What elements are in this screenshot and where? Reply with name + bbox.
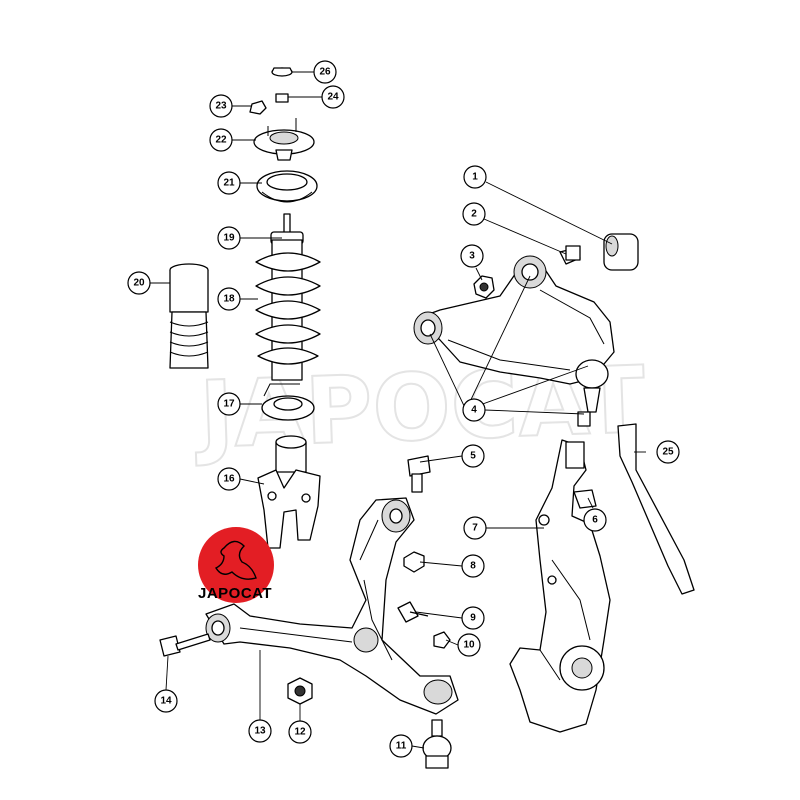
callout-7-label: 7 xyxy=(472,523,478,534)
callout-14-label: 14 xyxy=(160,696,172,707)
callout-4: 4 xyxy=(462,398,486,422)
part-17-lower-seat xyxy=(261,383,315,421)
logo-badge xyxy=(198,527,274,603)
part-20-dust-boot xyxy=(169,263,209,369)
part-24-nut xyxy=(275,93,289,103)
callout-16-label: 16 xyxy=(223,474,235,485)
callout-7: 7 xyxy=(463,516,487,540)
part-3-nut xyxy=(473,275,495,299)
part-6-nut xyxy=(573,489,597,509)
callout-5: 5 xyxy=(461,444,485,468)
callout-8-label: 8 xyxy=(470,561,476,572)
callout-18-label: 18 xyxy=(223,294,235,305)
callout-2-label: 2 xyxy=(471,209,477,220)
callout-10: 10 xyxy=(457,633,481,657)
part-23-nut xyxy=(249,100,267,115)
callout-3-label: 3 xyxy=(469,251,475,262)
callout-2: 2 xyxy=(462,202,486,226)
callout-12-label: 12 xyxy=(294,727,306,738)
logo-figure-icon xyxy=(215,540,257,580)
callout-24: 24 xyxy=(321,85,345,109)
callout-16: 16 xyxy=(217,467,241,491)
callout-5-label: 5 xyxy=(470,451,476,462)
callout-13: 13 xyxy=(248,719,272,743)
part-1-bushing xyxy=(603,233,639,271)
part-7-steering-knuckle xyxy=(509,439,611,733)
callout-23-label: 23 xyxy=(215,101,227,112)
part-25-shield xyxy=(617,423,695,595)
callout-26-label: 26 xyxy=(319,67,331,78)
callout-17: 17 xyxy=(217,392,241,416)
part-8-nut xyxy=(403,551,425,573)
part-21-spring-seat xyxy=(256,170,318,203)
callout-8: 8 xyxy=(461,554,485,578)
callout-1-label: 1 xyxy=(472,172,478,183)
callout-6: 6 xyxy=(583,508,607,532)
callout-24-label: 24 xyxy=(327,92,339,103)
callout-21-label: 21 xyxy=(223,178,235,189)
part-12-nut xyxy=(287,677,313,705)
part-26-dust-cap xyxy=(271,67,293,77)
part-14-bolt xyxy=(159,633,211,657)
callout-21: 21 xyxy=(217,171,241,195)
part-9-bolt xyxy=(397,601,429,623)
part-16-strut-fork xyxy=(257,435,321,549)
callout-22-label: 22 xyxy=(215,135,227,146)
part-13-lower-control-arm xyxy=(205,497,459,715)
part-11-ball-joint xyxy=(422,719,452,769)
logo-text: JAPOCAT xyxy=(198,585,272,602)
part-10-nut xyxy=(433,631,451,649)
callout-11-label: 11 xyxy=(396,741,407,752)
callout-3: 3 xyxy=(460,244,484,268)
part-2-bolt xyxy=(559,245,581,265)
callout-12: 12 xyxy=(288,720,312,744)
callout-9-label: 9 xyxy=(470,613,476,624)
callout-19: 19 xyxy=(217,226,241,250)
callout-1: 1 xyxy=(463,165,487,189)
callout-10-label: 10 xyxy=(463,640,475,651)
callout-25: 25 xyxy=(656,440,680,464)
callout-20: 20 xyxy=(127,271,151,295)
part-18-coil-spring xyxy=(255,239,321,381)
part-4-upper-control-arm xyxy=(413,255,615,427)
callout-19-label: 19 xyxy=(223,233,235,244)
callout-11: 11 xyxy=(389,734,413,758)
callout-4-label: 4 xyxy=(471,405,477,416)
callout-20-label: 20 xyxy=(133,278,145,289)
callout-17-label: 17 xyxy=(223,399,235,410)
callout-13-label: 13 xyxy=(254,726,266,737)
callout-23: 23 xyxy=(209,94,233,118)
callout-9: 9 xyxy=(461,606,485,630)
callout-6-label: 6 xyxy=(592,515,598,526)
japocat-logo: JAPOCAT xyxy=(198,527,274,603)
part-22-upper-mount xyxy=(253,118,315,161)
callout-18: 18 xyxy=(217,287,241,311)
callout-26: 26 xyxy=(313,60,337,84)
callout-14: 14 xyxy=(154,689,178,713)
callout-22: 22 xyxy=(209,128,233,152)
callout-25-label: 25 xyxy=(662,447,674,458)
